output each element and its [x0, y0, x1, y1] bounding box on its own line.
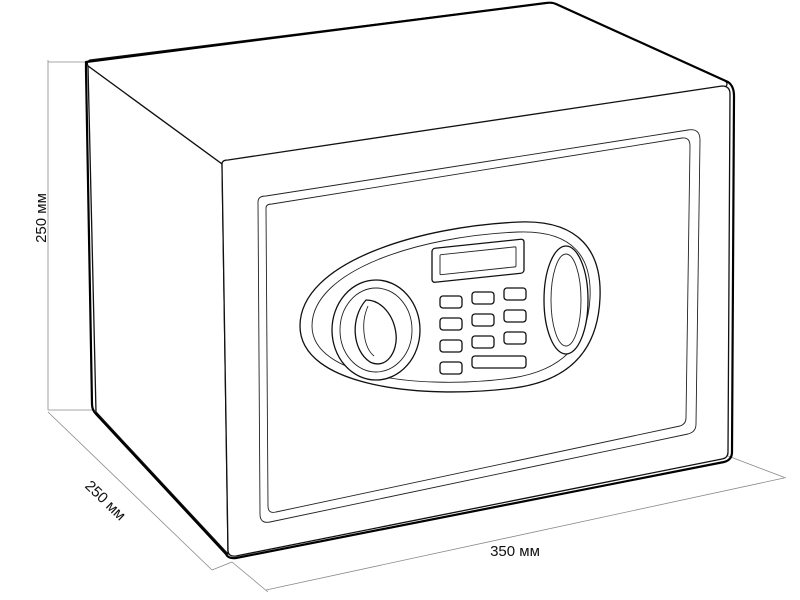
key-8[interactable] — [471, 335, 495, 349]
rotary-handle-icon[interactable] — [331, 279, 421, 381]
panel-oval-inner — [311, 231, 591, 383]
handle-ring-inner — [339, 287, 413, 373]
safe-silhouette — [84, 1, 736, 560]
door-outer-frame — [257, 129, 701, 523]
lcd-display-icon — [431, 238, 525, 283]
width-extension-right — [727, 455, 787, 479]
side-grip-icon — [543, 245, 589, 355]
depth-label: 250 мм — [81, 477, 129, 524]
door-inner-frame — [265, 137, 691, 513]
key-6[interactable] — [503, 309, 527, 323]
keypad-icon — [439, 287, 527, 375]
control-panel — [299, 221, 601, 393]
safe-door — [257, 129, 701, 523]
key-1[interactable] — [439, 295, 463, 309]
key-enter[interactable] — [471, 355, 527, 369]
depth-dimension-line — [47, 411, 213, 571]
key-5[interactable] — [471, 313, 495, 327]
key-3[interactable] — [503, 287, 527, 301]
width-label: 350 мм — [490, 543, 540, 560]
handle-lever — [354, 299, 397, 365]
dimension-lines — [47, 60, 787, 593]
key-0[interactable] — [439, 361, 463, 375]
handle-lever-ridge — [363, 305, 375, 357]
key-2[interactable] — [471, 291, 495, 305]
height-label: 250 мм — [33, 193, 50, 243]
key-9[interactable] — [503, 331, 527, 345]
key-4[interactable] — [439, 317, 463, 331]
width-extension-left — [231, 561, 269, 593]
key-7[interactable] — [439, 339, 463, 353]
safe-left-face — [87, 65, 229, 555]
width-dimension-line — [265, 477, 785, 591]
depth-extension — [211, 561, 233, 571]
